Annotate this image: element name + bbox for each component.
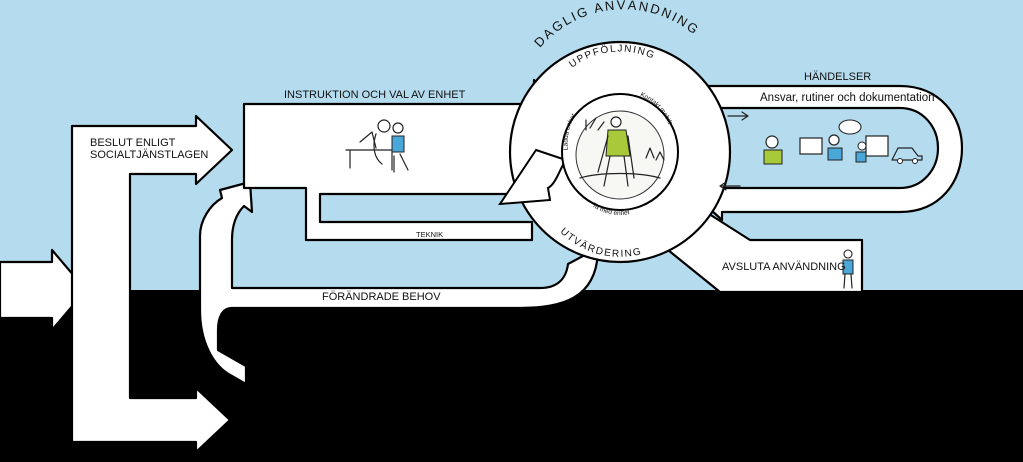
changed-needs-label: FÖRÄNDRADE BEHOV xyxy=(322,291,441,303)
people-at-desk-illustration xyxy=(345,119,409,173)
computer-operator-illustration xyxy=(799,119,862,161)
end-use-label: AVSLUTA ANVÄNDNING xyxy=(722,261,846,273)
walking-person-illustration xyxy=(579,116,665,187)
events-sub-label: Ansvar, rutiner och dokumentation xyxy=(760,92,935,104)
technology-label: TEKNIK xyxy=(416,230,443,239)
trunk-branch xyxy=(70,114,234,454)
changed-needs-path xyxy=(198,180,600,386)
events-in-arrow xyxy=(727,111,749,121)
entry-arrow xyxy=(0,248,88,332)
events-out-arrow xyxy=(719,181,741,191)
decision-label-line-2: SOCIALTJÄNSTLAGEN xyxy=(90,149,208,161)
phone-call-illustration xyxy=(763,135,783,165)
person-with-phone-illustration xyxy=(842,249,854,289)
car-illustration xyxy=(891,147,923,164)
decision-label-line-1: BESLUT ENLIGT xyxy=(90,137,176,149)
events-label: HÄNDELSER xyxy=(804,71,871,83)
video-call-illustration xyxy=(855,135,889,163)
instruction-label: INSTRUKTION OCH VAL AV ENHET xyxy=(284,89,466,101)
